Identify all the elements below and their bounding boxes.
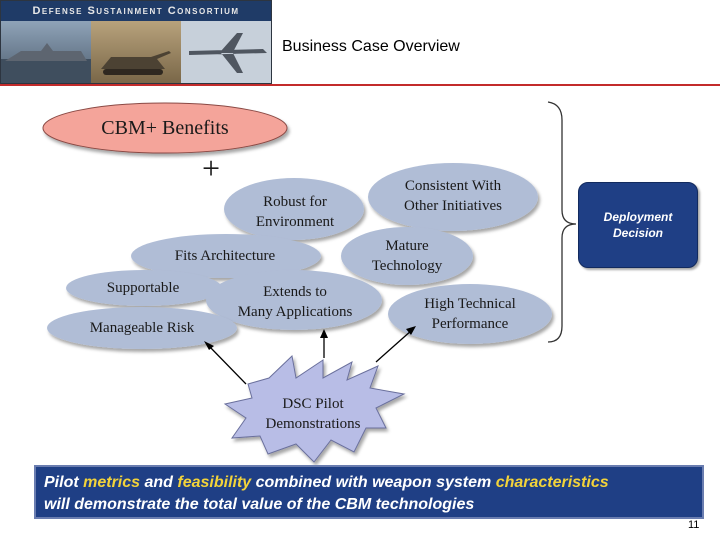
robust-ellipse [224, 178, 364, 240]
high-performance-ellipse [388, 284, 552, 344]
consistent-ellipse [368, 163, 538, 231]
extends-ellipse [206, 270, 382, 330]
benefit-supportable: Supportable [106, 280, 180, 296]
benefit-mature-line2: Technology [371, 258, 443, 274]
arrowheads [204, 326, 416, 350]
dsc-pilot-line2: Demonstrations [265, 416, 361, 432]
deployment-decision-box: Deployment Decision [578, 182, 698, 268]
highlight-characteristics: characteristics [495, 474, 609, 491]
deployment-decision-line1: Deployment [603, 210, 673, 224]
summary-line2: will demonstrate the total value of the … [44, 496, 475, 513]
page-number: 11 [688, 519, 700, 531]
benefit-consistent: Consistent With Other Initiatives [378, 176, 528, 216]
dsc-pilot-line1: DSC Pilot [282, 396, 344, 412]
benefit-high-performance-line2: Performance [431, 316, 509, 332]
manageable-ellipse [47, 307, 237, 349]
benefit-extends-line1: Extends to [263, 284, 327, 300]
fits-ellipse [131, 234, 321, 278]
benefit-high-performance: High Technical Performance [400, 294, 540, 334]
benefit-consistent-line1: Consistent With [404, 178, 502, 194]
grouping-brace [547, 101, 577, 343]
benefit-manageable-risk: Manageable Risk [89, 320, 195, 336]
benefit-mature-line1: Mature [385, 238, 429, 254]
military-montage-image [1, 21, 271, 83]
plus-sign: + [201, 150, 221, 186]
highlight-feasibility: feasibility [177, 474, 252, 491]
page-title: Business Case Overview [282, 38, 460, 55]
ship-silhouette [5, 43, 87, 61]
summary-text-2: and [140, 474, 178, 491]
benefit-robust-line1: Robust for [263, 194, 327, 210]
summary-text-1: Pilot [44, 474, 84, 491]
organization-title: Defense Sustainment Consortium [1, 1, 271, 21]
summary-callout: Pilot metrics and feasibility combined w… [34, 465, 704, 519]
deployment-decision-line2: Decision [612, 226, 663, 240]
highlight-metrics: metrics [83, 474, 141, 491]
summary-line1: Pilot metrics and feasibility combined w… [44, 472, 694, 494]
benefit-high-performance-line1: High Technical [424, 296, 516, 312]
dsc-pilot-label: DSC Pilot Demonstrations [250, 394, 376, 434]
benefit-fits-architecture: Fits Architecture [174, 248, 276, 264]
cbm-benefits-title: CBM+ Benefits [101, 117, 229, 139]
header-banner: Defense Sustainment Consortium [0, 0, 272, 84]
benefit-extends-line2: Many Applications [237, 304, 353, 320]
title-divider [0, 84, 720, 86]
benefit-consistent-line2: Other Initiatives [404, 198, 502, 214]
mature-ellipse [341, 227, 473, 285]
aircraft-silhouette [189, 33, 267, 73]
summary-text-3: combined with weapon system [251, 474, 496, 491]
tank-silhouette [101, 51, 171, 69]
dsc-starburst [223, 354, 406, 463]
benefit-mature: Mature Technology [352, 236, 462, 276]
benefit-extends: Extends to Many Applications [220, 282, 370, 322]
benefit-robust: Robust for Environment [230, 192, 360, 232]
benefit-robust-line2: Environment [255, 214, 335, 230]
supportable-ellipse [66, 270, 222, 306]
cbm-benefits-pill [42, 102, 288, 154]
